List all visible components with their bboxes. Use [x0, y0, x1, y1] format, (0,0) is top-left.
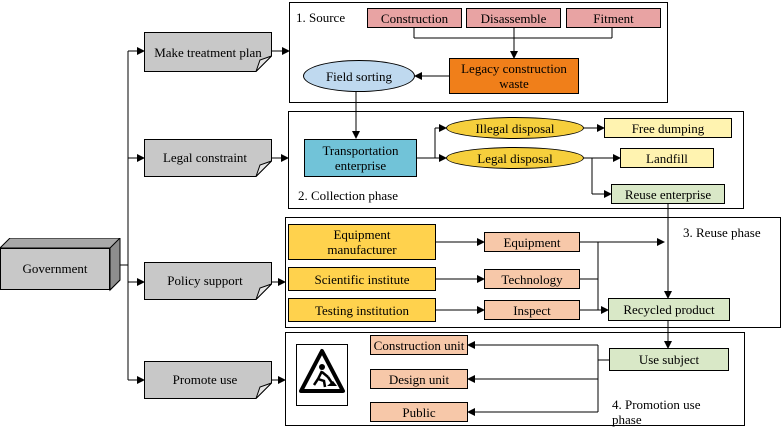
- phase-collection-label: 2. Collection phase: [298, 188, 399, 203]
- illegal-disposal: Illegal disposal: [446, 117, 584, 139]
- policy-promote-use: Promote use: [144, 361, 272, 399]
- legacy-construction-waste: Legacy construction waste: [449, 58, 579, 94]
- folded-card-shape: [144, 139, 272, 177]
- design-unit: Design unit: [370, 369, 468, 389]
- transportation-enterprise: Transportation enterprise: [304, 139, 417, 177]
- phase-reuse-frame: [285, 217, 781, 328]
- policy-policy-support: Policy support: [144, 262, 272, 300]
- government-box-shape: [0, 238, 121, 292]
- phase-promotion-label: 4. Promotion use phase: [612, 397, 701, 427]
- folded-card-shape: [144, 361, 272, 399]
- free-dumping: Free dumping: [604, 118, 732, 138]
- use-subject: Use subject: [609, 348, 729, 371]
- phase-promotion-frame: [285, 332, 745, 426]
- government-node: Government: [0, 238, 122, 292]
- phase-reuse-label: 3. Reuse phase: [683, 225, 761, 240]
- source-fitment: Fitment: [566, 8, 661, 28]
- government-label: Government: [22, 261, 88, 276]
- public: Public: [370, 402, 468, 422]
- phase-source-label: 1. Source: [296, 10, 346, 25]
- policy-legal-constraint: Legal constraint: [144, 139, 272, 177]
- phase-source-frame: [289, 2, 668, 103]
- folded-card-shape: [144, 262, 272, 300]
- field-sorting: Field sorting: [303, 60, 415, 92]
- inspect: Inspect: [484, 300, 580, 320]
- source-construction: Construction: [367, 8, 462, 28]
- recycled-product: Recycled product: [608, 298, 730, 321]
- reuse-enterprise: Reuse enterprise: [611, 184, 725, 204]
- construction-worker-sign-icon: [296, 344, 348, 406]
- policy-label: Make treatment plan: [154, 44, 262, 60]
- landfill: Landfill: [620, 148, 714, 168]
- policy-label: Promote use: [172, 372, 238, 387]
- testing-institution: Testing institution: [288, 298, 436, 322]
- policy-make-treatment-plan: Make treatment plan: [144, 32, 272, 72]
- policy-label: Legal constraint: [162, 150, 248, 165]
- scientific-institute: Scientific institute: [288, 267, 436, 291]
- equipment: Equipment: [484, 232, 580, 252]
- source-disassemble: Disassemble: [466, 8, 561, 28]
- folded-card-shape: [144, 32, 272, 72]
- construction-unit: Construction unit: [370, 335, 468, 355]
- phase-collection-frame: [288, 111, 744, 209]
- policy-label: Policy support: [167, 273, 243, 288]
- legal-disposal: Legal disposal: [446, 147, 584, 169]
- technology: Technology: [484, 269, 580, 289]
- equipment-manufacturer: Equipment manufacturer: [288, 224, 436, 260]
